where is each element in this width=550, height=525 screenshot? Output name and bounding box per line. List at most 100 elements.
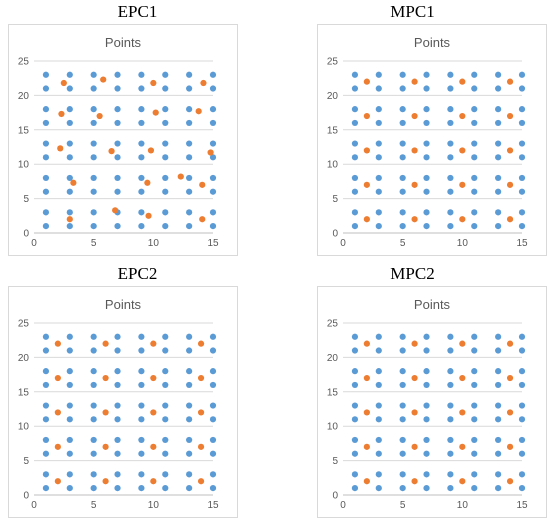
blue-point: [42, 140, 50, 147]
blue-point: [138, 416, 145, 423]
blue-point: [399, 333, 406, 340]
blue-point: [495, 471, 502, 478]
blue-point: [447, 436, 454, 444]
blue-point: [90, 381, 97, 389]
blue-point: [186, 119, 193, 127]
blue-point: [495, 174, 502, 182]
blue-point: [471, 402, 478, 409]
orange-point: [54, 409, 61, 416]
blue-point: [447, 154, 454, 161]
orange-point: [177, 173, 184, 180]
orange-point: [102, 409, 109, 416]
blue-point: [162, 402, 169, 409]
blue-point: [114, 154, 121, 161]
blue-point: [186, 416, 193, 423]
blue-point: [399, 347, 406, 354]
blue-point: [114, 71, 121, 78]
orange-point: [506, 374, 514, 382]
orange-point: [102, 478, 109, 485]
blue-point: [423, 368, 430, 375]
orange-point: [199, 216, 206, 223]
blue-point: [518, 188, 526, 195]
blue-point: [66, 85, 73, 92]
y-tick-label: 10: [327, 422, 339, 433]
orange-point: [459, 78, 466, 85]
blue-point: [66, 71, 73, 78]
blue-point: [447, 140, 454, 147]
blue-point: [423, 209, 430, 216]
blue-point: [66, 347, 73, 354]
blue-point: [423, 402, 430, 409]
orange-point: [108, 148, 115, 155]
blue-point: [447, 188, 454, 195]
blue-point: [66, 485, 73, 492]
blue-point: [66, 188, 73, 195]
orange-point: [363, 112, 370, 120]
blue-point: [351, 119, 359, 127]
y-tick-label: 20: [18, 91, 30, 102]
blue-point: [162, 154, 169, 161]
blue-point: [447, 209, 454, 216]
blue-point: [42, 223, 50, 230]
blue-point: [138, 209, 145, 216]
y-tick-label: 20: [327, 91, 339, 102]
blue-point: [162, 223, 169, 230]
blue-point: [42, 402, 50, 409]
blue-point: [66, 402, 73, 409]
blue-point: [447, 174, 454, 182]
blue-point: [423, 416, 430, 423]
y-tick-label: 15: [18, 387, 30, 398]
orange-point: [411, 340, 418, 347]
blue-point: [162, 485, 169, 492]
blue-point: [495, 188, 502, 195]
blue-point: [423, 381, 430, 389]
orange-point: [459, 443, 466, 450]
blue-point: [114, 381, 121, 389]
blue-point: [399, 223, 406, 230]
orange-point: [200, 79, 207, 87]
blue-point: [495, 71, 502, 78]
blue-point: [351, 106, 359, 113]
blue-point: [351, 471, 359, 478]
orange-point: [207, 149, 214, 156]
blue-point: [186, 71, 193, 78]
blue-point: [423, 471, 430, 478]
blue-point: [375, 471, 382, 478]
blue-point: [375, 450, 382, 457]
blue-point: [42, 85, 50, 92]
blue-point: [186, 140, 193, 147]
x-tick-label: 0: [340, 500, 346, 511]
blue-point: [114, 140, 121, 147]
panel-label: MPC1: [390, 2, 435, 21]
y-tick-label: 20: [327, 353, 339, 364]
blue-point: [42, 174, 50, 182]
orange-point: [459, 147, 466, 154]
blue-point: [186, 188, 193, 195]
orange-point: [411, 478, 418, 485]
blue-point: [138, 450, 145, 457]
orange-point: [197, 409, 205, 416]
blue-point: [186, 347, 193, 354]
blue-point: [351, 416, 359, 423]
blue-point: [375, 106, 382, 113]
blue-point: [495, 347, 502, 354]
blue-point: [423, 333, 430, 340]
blue-point: [209, 450, 217, 457]
blue-point: [399, 450, 406, 457]
blue-point: [447, 485, 454, 492]
blue-point: [90, 209, 97, 216]
blue-point: [518, 347, 526, 354]
blue-point: [399, 368, 406, 375]
orange-point: [363, 181, 370, 188]
blue-point: [375, 154, 382, 161]
blue-point: [399, 416, 406, 423]
orange-point: [506, 147, 514, 154]
blue-point: [518, 368, 526, 375]
blue-point: [471, 209, 478, 216]
blue-point: [138, 347, 145, 354]
blue-point: [447, 416, 454, 423]
blue-point: [351, 450, 359, 457]
blue-point: [66, 154, 73, 161]
